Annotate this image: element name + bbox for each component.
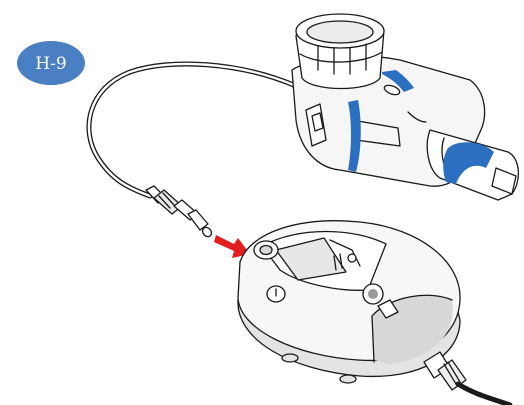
tubing-outer (89, 64, 296, 196)
controller-unit (238, 221, 460, 383)
step-badge: H-9 (17, 41, 85, 85)
tube-connector (146, 186, 213, 238)
step-badge-label: H-9 (35, 54, 66, 74)
nebulizer-unit (292, 14, 518, 200)
tubing (89, 64, 296, 196)
power-cable (424, 352, 510, 405)
tubing-inner (89, 64, 296, 196)
